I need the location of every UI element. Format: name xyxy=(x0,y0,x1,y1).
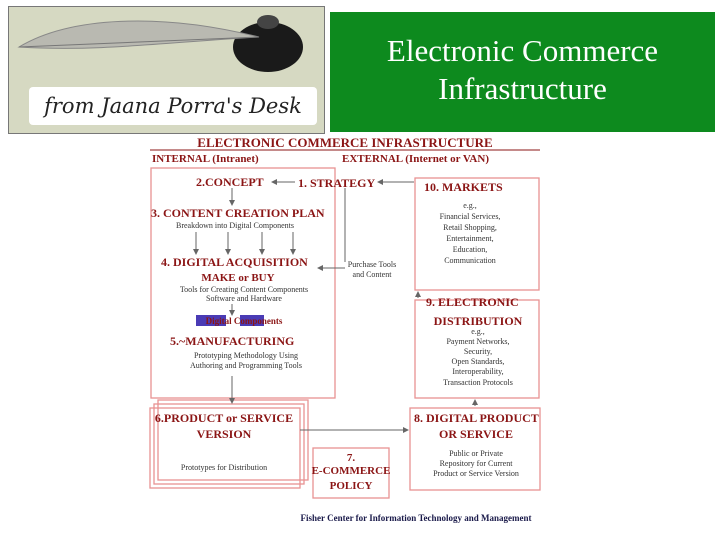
digital-product-label1: 8. DIGITAL PRODUCT xyxy=(414,411,539,425)
purchase-line1: Purchase Tools xyxy=(348,260,396,269)
product-box xyxy=(149,407,301,489)
slide-title: Electronic Commerce Infrastructure xyxy=(330,32,715,108)
slide-title-line2: Infrastructure xyxy=(438,71,607,106)
product-sub: Prototypes for Distribution xyxy=(181,463,267,472)
inkwell-icon xyxy=(233,22,303,72)
distribution-item-3: Open Standards, xyxy=(452,357,505,366)
markets-item-5: Communication xyxy=(444,256,496,265)
concept-label: 2.CONCEPT xyxy=(196,175,264,189)
external-label: EXTERNAL (Internet or VAN) xyxy=(342,153,489,165)
policy-label1: 7. xyxy=(347,452,356,464)
make-or-buy-label: MAKE or BUY xyxy=(201,272,274,284)
manufacturing-sub1: Prototyping Methodology Using xyxy=(194,351,298,360)
acquisition-label: 4. DIGITAL ACQUISITION xyxy=(161,255,308,269)
title-banner: Electronic Commerce Infrastructure xyxy=(330,12,715,132)
dp-item-1: Repository for Current xyxy=(440,459,514,468)
manufacturing-sub2: Authoring and Programming Tools xyxy=(190,361,302,370)
distribution-item-1: Payment Networks, xyxy=(446,337,509,346)
strategy-label: 1. STRATEGY xyxy=(298,176,375,190)
digital-product-label2: OR SERVICE xyxy=(439,427,513,441)
distribution-label2: DISTRIBUTION xyxy=(434,314,523,328)
internal-label: INTERNAL (Intranet) xyxy=(152,153,259,165)
policy-label2: E-COMMERCE xyxy=(312,465,391,477)
digital-product-box xyxy=(409,407,541,491)
markets-item-1: Financial Services, xyxy=(440,212,501,221)
product-label1: 6.PRODUCT or SERVICE xyxy=(155,411,293,425)
markets-item-0: e.g., xyxy=(463,201,477,210)
slide-title-line1: Electronic Commerce xyxy=(386,33,659,68)
distribution-item-2: Security, xyxy=(464,347,492,356)
markets-box xyxy=(414,177,540,291)
content-plan-label: 3. CONTENT CREATION PLAN xyxy=(151,206,325,220)
component-box-1 xyxy=(196,315,226,326)
distribution-item-0: e.g., xyxy=(471,327,485,336)
dp-item-2: Product or Service Version xyxy=(433,469,519,478)
footer-credit: Fisher Center for Information Technology… xyxy=(301,513,532,523)
banner-image: from Jaana Porra's Desk xyxy=(8,6,325,134)
components-label: Digital Components xyxy=(206,316,283,326)
distribution-box xyxy=(414,299,540,399)
policy-box xyxy=(312,447,390,499)
inkwell-opening xyxy=(257,15,279,29)
manufacturing-label: 5.~MANUFACTURING xyxy=(170,334,294,348)
markets-item-2: Retail Shopping, xyxy=(443,223,497,232)
product-box-back1 xyxy=(153,403,305,485)
banner-signature: from Jaana Porra's Desk xyxy=(29,87,317,125)
distribution-label1: 9. ELECTRONIC xyxy=(426,295,519,309)
distribution-item-5: Transaction Protocols xyxy=(443,378,513,387)
product-label2: VERSION xyxy=(197,427,252,441)
content-plan-sub: Breakdown into Digital Components xyxy=(176,221,294,230)
quill-feather-icon xyxy=(17,20,260,49)
component-box-2 xyxy=(240,315,264,326)
dp-item-0: Public or Private xyxy=(449,449,503,458)
purchase-line2: and Content xyxy=(353,270,393,279)
internal-frame xyxy=(150,167,336,399)
policy-label3: POLICY xyxy=(330,480,373,492)
markets-label: 10. MARKETS xyxy=(424,180,503,194)
diagram-heading: ELECTRONIC COMMERCE INFRASTRUCTURE xyxy=(197,135,492,150)
markets-item-3: Entertainment, xyxy=(446,234,493,243)
acquisition-sub1: Tools for Creating Content Components xyxy=(180,285,308,294)
acquisition-sub2: Software and Hardware xyxy=(206,294,282,303)
markets-item-4: Education, xyxy=(453,245,487,254)
distribution-item-4: Interoperability, xyxy=(452,367,503,376)
